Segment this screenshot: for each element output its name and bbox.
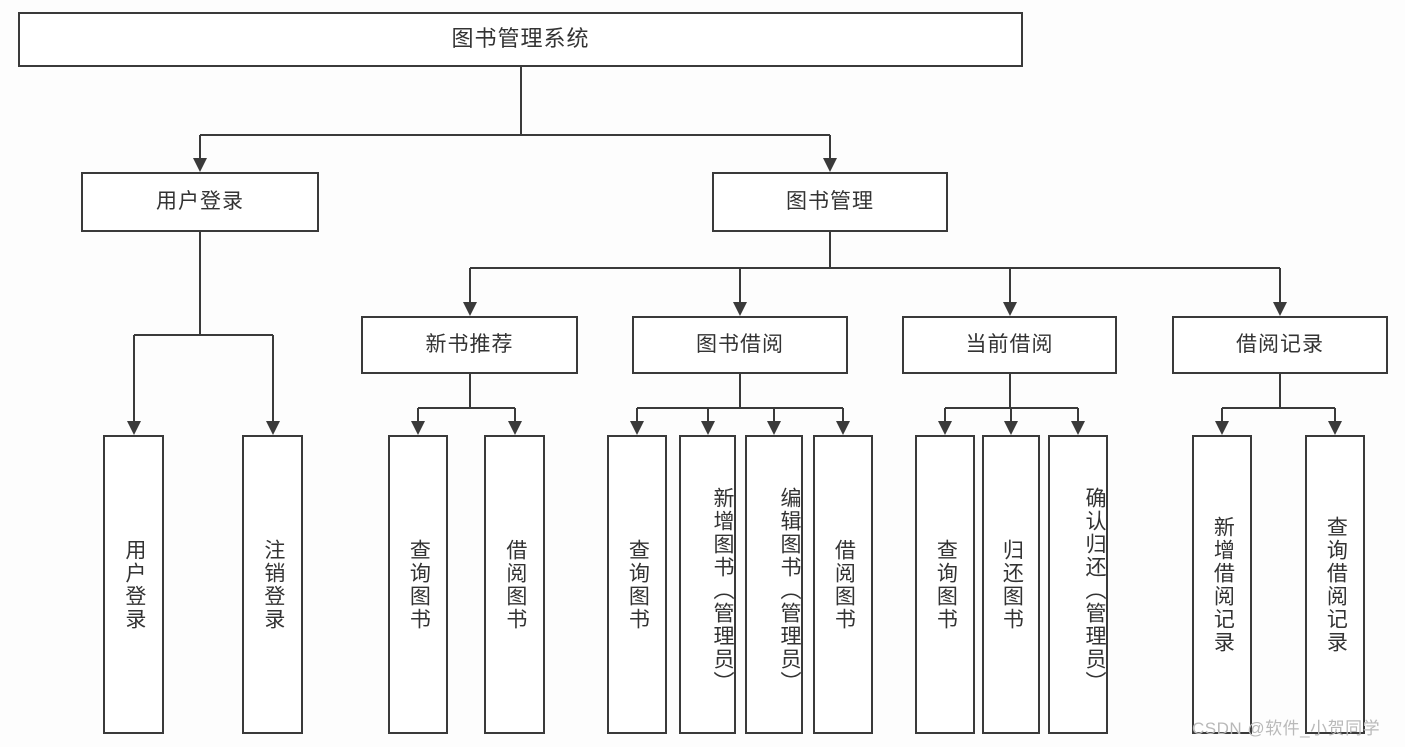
arrow-head-icon xyxy=(1071,421,1085,435)
arrow-head-icon xyxy=(733,302,747,316)
connector-drop xyxy=(1221,408,1223,422)
connector-drop xyxy=(842,408,844,422)
arrow-head-icon xyxy=(767,421,781,435)
leaf-query-book-borrow[interactable]: 查询图书 xyxy=(607,435,667,734)
arrow-head-icon xyxy=(1273,302,1287,316)
connector-drop xyxy=(706,408,709,422)
arrow-head-icon xyxy=(700,421,715,435)
leaf-add-borrow-record[interactable]: 新增借阅记录 xyxy=(1192,435,1252,734)
connector-drop xyxy=(1077,408,1079,422)
node-book-borrow[interactable]: 图书借阅 xyxy=(632,316,848,374)
connector-stem xyxy=(199,232,201,335)
connector-drop xyxy=(199,135,201,159)
node-new-book-recommend[interactable]: 新书推荐 xyxy=(361,316,578,374)
arrow-head-icon xyxy=(507,421,522,435)
leaf-edit-book-admin[interactable]: 编辑图书（管理员） xyxy=(745,435,803,734)
arrow-head-icon xyxy=(1004,421,1018,435)
node-book-management[interactable]: 图书管理 xyxy=(712,172,948,232)
connector-drop xyxy=(1008,268,1011,303)
connector-stem xyxy=(468,374,471,408)
connector-bus xyxy=(133,334,273,336)
arrow-head-icon xyxy=(462,302,477,316)
arrow-head-icon xyxy=(938,421,952,435)
arrow-head-icon xyxy=(193,158,207,172)
leaf-add-book-admin[interactable]: 新增图书（管理员） xyxy=(679,435,736,734)
node-user-login[interactable]: 用户登录 xyxy=(81,172,319,232)
connector-drop xyxy=(417,408,419,422)
connector-stem xyxy=(739,374,741,408)
connector-drop xyxy=(773,408,775,422)
node-root-book-management-system[interactable]: 图书管理系统 xyxy=(18,12,1023,67)
arrow-head-icon xyxy=(1215,421,1229,435)
connector-bus xyxy=(469,267,1280,269)
arrow-head-icon xyxy=(836,421,850,435)
connector-drop xyxy=(1010,408,1012,422)
connector-bus xyxy=(637,407,843,409)
connector-drop xyxy=(271,335,274,422)
arrow-head-icon xyxy=(823,158,837,172)
connector-bus xyxy=(418,407,515,409)
connector-drop xyxy=(132,335,135,422)
connector-drop xyxy=(513,408,516,422)
connector-stem xyxy=(1008,374,1011,408)
connector-drop xyxy=(636,408,638,422)
csdn-watermark: CSDN @软件_小贺同学 xyxy=(1192,719,1381,738)
leaf-query-borrow-record[interactable]: 查询借阅记录 xyxy=(1305,435,1365,734)
connector-drop xyxy=(1279,268,1281,303)
leaf-query-book-current[interactable]: 查询图书 xyxy=(915,435,975,734)
connector-stem xyxy=(1279,374,1281,408)
leaf-query-book-recommend[interactable]: 查询图书 xyxy=(388,435,448,734)
connector-drop xyxy=(1334,408,1336,422)
arrow-head-icon xyxy=(126,421,141,435)
connector-drop xyxy=(739,268,741,303)
connector-bus xyxy=(200,134,830,136)
connector-drop xyxy=(829,135,831,159)
arrow-head-icon xyxy=(265,421,280,435)
connector-stem xyxy=(519,67,522,135)
connector-drop xyxy=(944,408,946,422)
leaf-borrow-book-recommend[interactable]: 借阅图书 xyxy=(484,435,545,734)
arrow-head-icon xyxy=(630,421,644,435)
connector-bus xyxy=(1222,407,1335,409)
connector-drop xyxy=(468,268,471,303)
arrow-head-icon xyxy=(411,421,425,435)
leaf-confirm-return-admin[interactable]: 确认归还（管理员） xyxy=(1048,435,1108,734)
connector-stem xyxy=(829,232,831,268)
arrow-head-icon xyxy=(1002,302,1017,316)
leaf-user-login[interactable]: 用户登录 xyxy=(103,435,164,734)
leaf-return-book[interactable]: 归还图书 xyxy=(982,435,1040,734)
leaf-logout[interactable]: 注销登录 xyxy=(242,435,303,734)
leaf-borrow-book[interactable]: 借阅图书 xyxy=(813,435,873,734)
node-borrow-record[interactable]: 借阅记录 xyxy=(1172,316,1388,374)
node-current-borrow[interactable]: 当前借阅 xyxy=(902,316,1117,374)
arrow-head-icon xyxy=(1328,421,1342,435)
